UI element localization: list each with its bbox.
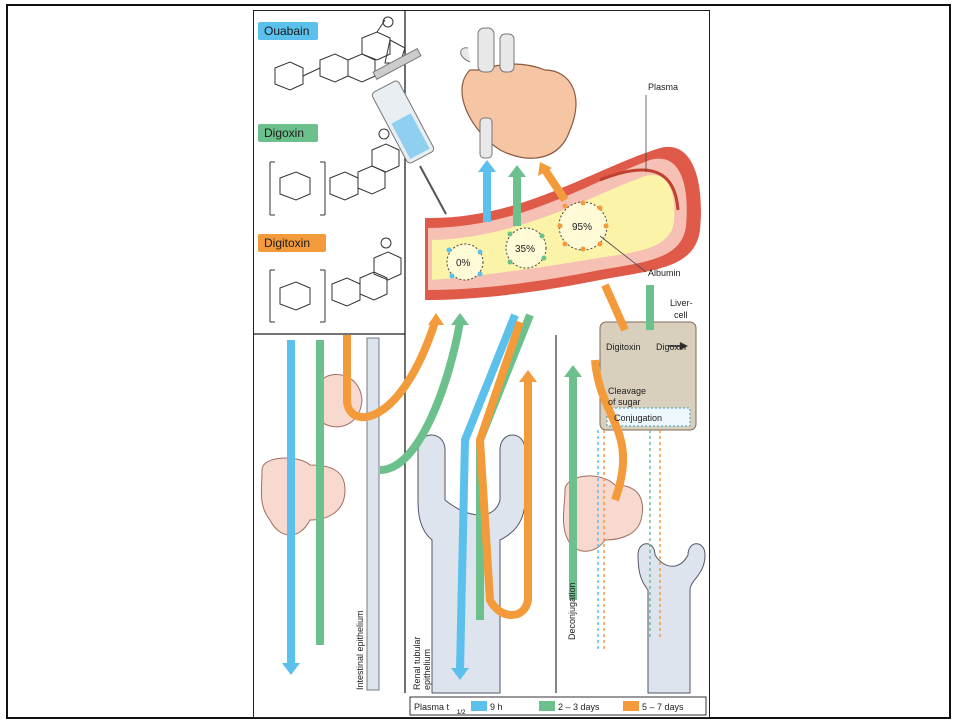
ouabain-binding-label: 0% — [456, 258, 471, 269]
albumin-label: Albumin — [648, 268, 681, 278]
digoxin-binding-label: 35% — [515, 244, 535, 255]
renal-tubule-small — [638, 544, 705, 693]
digoxin-label: Digoxin — [264, 126, 304, 140]
legend-swatch-ouabain — [471, 701, 487, 711]
digitoxin-label: Digitoxin — [264, 236, 310, 250]
renal-label-1: Renal tubular — [412, 636, 422, 690]
legend-item-ouabain: 9 h — [490, 702, 503, 712]
liver-cell-label-1: Liver- — [670, 298, 693, 308]
legend-item-digoxin: 2 – 3 days — [558, 702, 600, 712]
legend-swatch-digitoxin — [623, 701, 639, 711]
heart-illustration — [461, 28, 576, 158]
renal-tubule-large — [418, 435, 525, 693]
intestinal-epithelium-label: Intestinal epithelium — [355, 610, 365, 690]
legend-subscript: 1/2 — [457, 710, 466, 716]
legend-swatch-digoxin — [539, 701, 555, 711]
legend-item-digitoxin: 5 – 7 days — [642, 702, 684, 712]
legend-title: Plasma t — [414, 702, 450, 712]
ouabain-label: Ouabain — [264, 24, 309, 38]
digitoxin-binding-label: 95% — [572, 222, 592, 233]
cleavage-label-2: of sugar — [608, 397, 641, 407]
liver-cell-label-2: cell — [674, 310, 688, 320]
plasma-label: Plasma — [648, 82, 678, 92]
liver-digoxin-label: Digoxin — [656, 342, 686, 352]
intestinal-epithelium-strip — [367, 338, 379, 690]
renal-label-2: epithelium — [422, 649, 432, 690]
liver-digitoxin-label: Digitoxin — [606, 342, 641, 352]
conjugation-label: Conjugation — [614, 413, 662, 423]
deconjugation-label: Deconjugation — [567, 582, 577, 640]
cleavage-label-1: Cleavage — [608, 386, 646, 396]
